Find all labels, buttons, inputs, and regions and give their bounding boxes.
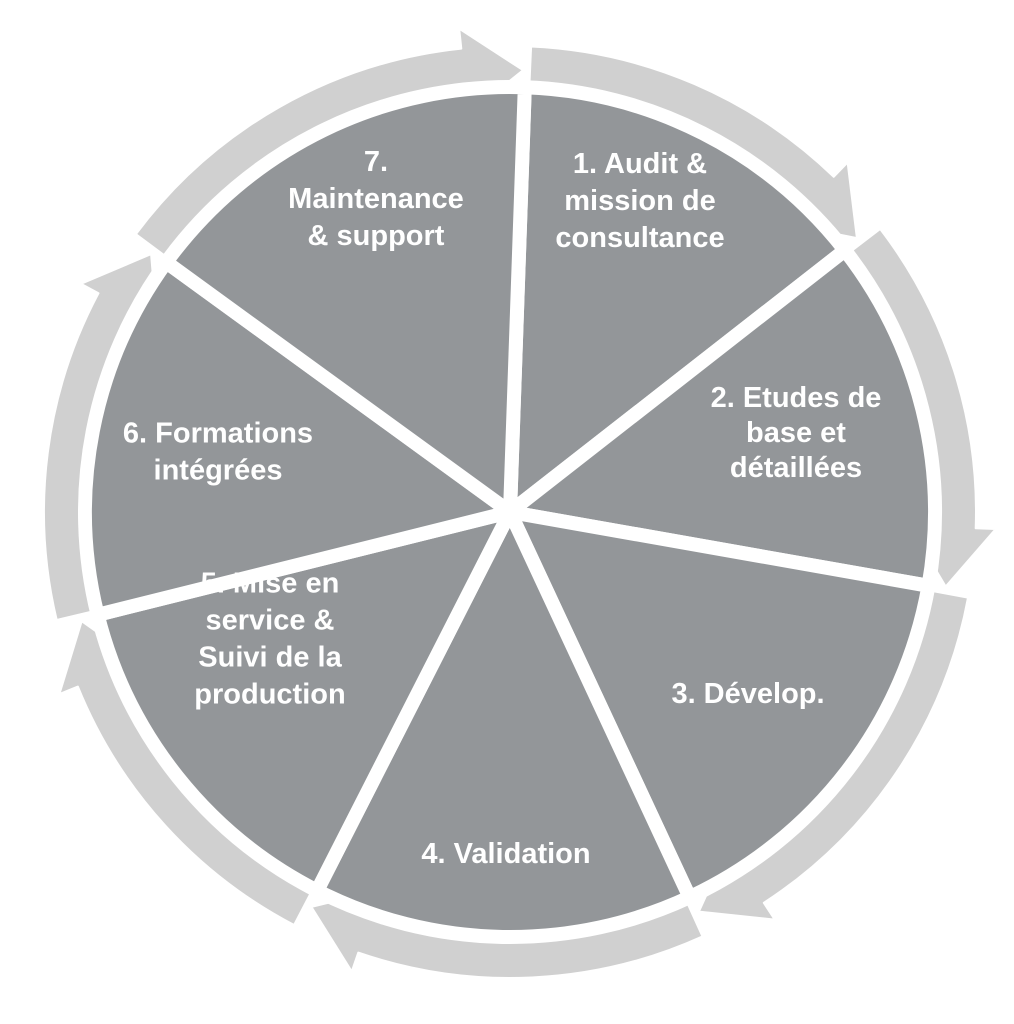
label-line: 2. Etudes de (711, 382, 882, 414)
label-line: production (194, 679, 345, 711)
label-line: consultance (555, 222, 724, 254)
label-step-6: 6. Formations intégrées (123, 418, 313, 487)
label-line: 4. Validation (421, 838, 590, 870)
wedge-step-6 (78, 255, 517, 622)
label-line: mission de (564, 185, 716, 217)
label-line: & support (308, 220, 445, 252)
label-line: détaillées (730, 452, 862, 484)
wedge-step-1 (503, 80, 852, 519)
label-step-4: 4. Validation (421, 838, 590, 870)
label-line: 5. Mise en (201, 568, 340, 600)
label-step-1: 1. Audit & mission de consultance (555, 148, 724, 254)
label-line: service & (206, 605, 335, 637)
label-line: 1. Audit & (573, 148, 707, 180)
label-line: 7. (364, 146, 388, 178)
wedge-step-7 (159, 80, 532, 519)
label-line: 3. Dévelop. (671, 678, 824, 710)
label-line: base et (746, 417, 846, 449)
wedge-step-3 (503, 505, 936, 905)
label-line: 6. Formations (123, 418, 313, 450)
label-step-7: 7. Maintenance & support (288, 146, 464, 252)
wedge-step-5 (90, 505, 517, 898)
label-step-5: 5. Mise en service & Suivi de la production (194, 568, 345, 711)
wedge-step-4 (310, 505, 697, 945)
label-step-3: 3. Dévelop. (671, 678, 824, 710)
cycle-labels: 1. Audit & mission de consultance 2. Etudes… (123, 146, 881, 870)
wedge-step-2 (503, 243, 942, 593)
label-line: Maintenance (288, 183, 464, 215)
label-line: intégrées (154, 455, 283, 487)
label-line: Suivi de la (198, 642, 342, 674)
cycle-wedges (78, 80, 942, 945)
